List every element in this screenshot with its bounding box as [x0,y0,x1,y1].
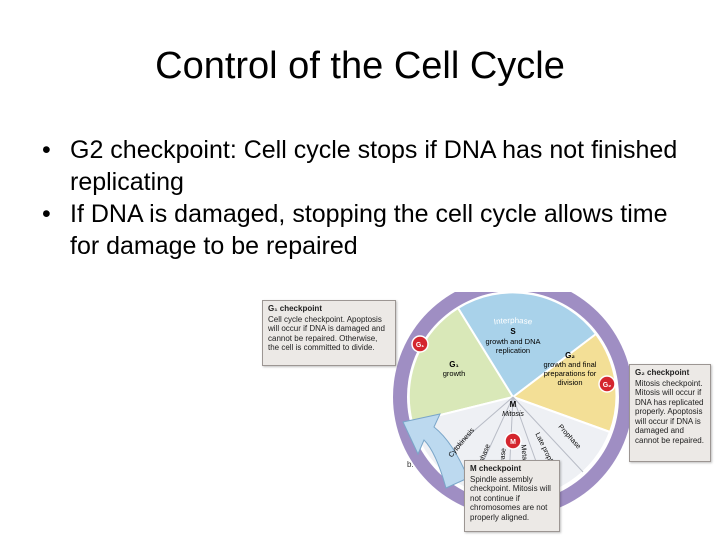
g2-wedge [510,332,618,434]
m-callout-title: M checkpoint [470,464,522,473]
m-phase-line1: Mitosis [502,411,524,418]
slide-title: Control of the Cell Cycle [155,45,565,87]
g2-phase-line2: preparations for [544,369,597,378]
cell-cycle-diagram: Interphase S growth and DNA replication … [393,292,633,517]
g1-callout-text: Cell cycle checkpoint. Apoptosis will oc… [268,314,385,353]
g1-checkpoint-marker: G₁ [411,335,429,353]
svg-text:G₁: G₁ [416,342,424,349]
cycle-exit-arrow [402,413,469,489]
interphase-label: Interphase [493,316,533,326]
bullet-marker: • [42,200,51,228]
bullet-list: • G2 checkpoint: Cell cycle stops if DNA… [42,134,682,262]
m-checkpoint-callout: M checkpoint Spindle assembly checkpoint… [464,460,560,532]
g1-callout-title: G₁ checkpoint [268,304,322,313]
s-phase-title: S [510,327,516,336]
g1-phase-title: G₁ [449,360,459,369]
g2-phase-line3: division [557,378,582,387]
s-phase-line2: replication [496,346,530,355]
g1-wedge [407,306,515,424]
panel-letter: b. [407,460,414,469]
g2-phase-line1: growth and final [544,360,597,369]
s-phase-line1: growth and DNA [485,337,540,346]
svg-text:M: M [510,439,516,446]
s-wedge [456,292,598,399]
m-phase-title: M [510,400,517,409]
m-checkpoint-marker: M [504,432,522,450]
bullet-text: G2 checkpoint: Cell cycle stops if DNA h… [70,136,678,196]
bullet-item: • G2 checkpoint: Cell cycle stops if DNA… [42,134,682,198]
g1-phase-line1: growth [443,369,466,378]
bullet-marker: • [42,136,51,164]
g1-checkpoint-callout: G₁ checkpoint Cell cycle checkpoint. Apo… [262,300,396,366]
bullet-text: If DNA is damaged, stopping the cell cyc… [70,200,668,260]
g2-checkpoint-callout: G₂ checkpoint Mitosis checkpoint. Mitosi… [629,364,711,462]
bullet-item: • If DNA is damaged, stopping the cell c… [42,198,682,262]
g2-callout-text: Mitosis checkpoint. Mitosis will occur i… [635,378,704,445]
cell-cycle-figure: Interphase S growth and DNA replication … [258,292,713,534]
svg-text:G₂: G₂ [603,382,612,389]
g2-callout-title: G₂ checkpoint [635,368,690,377]
g2-checkpoint-marker: G₂ [598,375,616,393]
m-callout-text: Spindle assembly checkpoint. Mitosis wil… [470,474,551,522]
g2-phase-title: G₂ [565,351,575,360]
